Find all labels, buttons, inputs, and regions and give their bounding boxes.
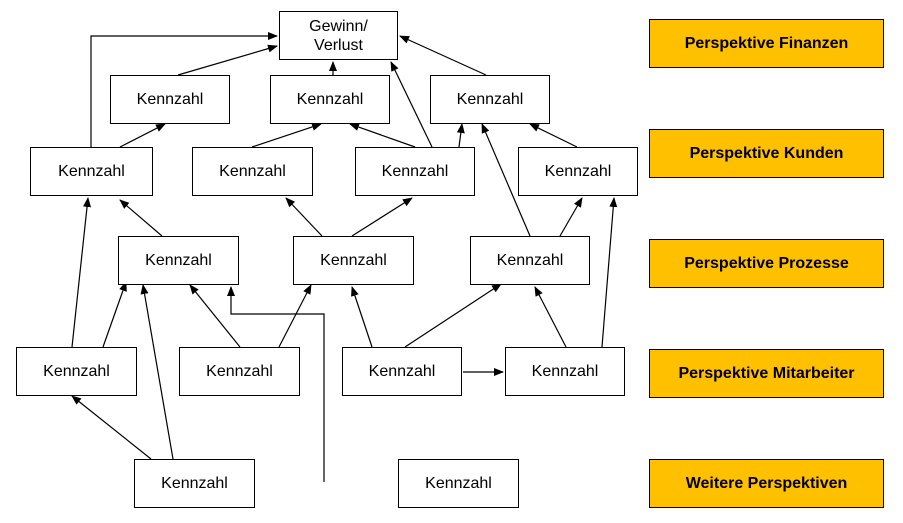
kpi-label: Kennzahl	[206, 363, 273, 380]
kpi-label: Kennzahl	[161, 475, 228, 492]
kpi-label: Kennzahl	[219, 163, 286, 180]
connector-arrow	[481, 123, 531, 237]
connector-arrow	[399, 35, 487, 76]
kpi-label: Kennzahl	[43, 363, 110, 380]
connector-arrow	[390, 61, 433, 148]
kpi-label: Kennzahl	[381, 163, 449, 180]
connector-arrow	[227, 286, 325, 482]
kpi-label: Kennzahl	[496, 252, 564, 269]
connector-arrow	[285, 197, 323, 237]
employee-kpi-box-4: Kennzahl	[505, 347, 625, 396]
kpi-label: Kennzahl	[531, 363, 599, 380]
connector-arrow	[177, 44, 278, 76]
employee-kpi-box-3: Kennzahl	[342, 347, 462, 396]
connector-arrow	[351, 197, 413, 237]
connector-arrow	[140, 284, 174, 460]
process-kpi-box-3: Kennzahl	[470, 236, 590, 285]
process-kpi-box-2: Kennzahl	[293, 236, 414, 285]
profit-loss-box: Gewinn/ Verlust	[279, 11, 398, 60]
connector-arrow	[351, 286, 373, 348]
connector-arrow	[71, 197, 92, 348]
connector-arrow	[534, 286, 567, 348]
connector-arrow	[119, 123, 166, 148]
other-kpi-box-2: Kennzahl	[398, 459, 519, 508]
finance-kpi-box-1: Kennzahl	[110, 75, 230, 124]
connector-arrow	[251, 123, 322, 148]
connector-arrow	[189, 284, 241, 348]
kpi-label: Kennzahl	[456, 91, 524, 108]
kpi-label: Kennzahl	[145, 252, 212, 269]
kpi-label: Kennzahl	[425, 475, 492, 492]
customer-kpi-box-4: Kennzahl	[518, 147, 638, 196]
perspective-customers-label: Perspektive Kunden	[649, 129, 884, 178]
kpi-label: Kennzahl	[368, 363, 436, 380]
connector-arrow	[529, 123, 578, 148]
kpi-label: Kennzahl	[296, 91, 364, 108]
customer-kpi-box-3: Kennzahl	[355, 147, 475, 196]
finance-kpi-box-3: Kennzahl	[430, 75, 550, 124]
connector-arrow	[456, 123, 465, 148]
connector-arrow	[278, 284, 312, 348]
customer-kpi-box-1: Kennzahl	[30, 147, 153, 196]
connector-arrow	[559, 197, 583, 237]
perspective-finance-label: Perspektive Finanzen	[649, 19, 884, 68]
connector-arrow	[404, 283, 502, 348]
connector-arrow	[102, 281, 127, 348]
connector-arrow	[90, 32, 278, 147]
kpi-label: Kennzahl	[136, 91, 204, 108]
profit-loss-label: Gewinn/ Verlust	[309, 17, 368, 54]
kpi-label: Kennzahl	[544, 163, 612, 180]
kpi-label: Kennzahl	[58, 163, 125, 180]
perspective-employees-label: Perspektive Mitarbeiter	[649, 349, 884, 398]
employee-kpi-box-1: Kennzahl	[16, 347, 137, 396]
connector-arrow	[349, 123, 416, 148]
other-kpi-box-1: Kennzahl	[134, 459, 255, 508]
kpi-label: Kennzahl	[320, 252, 387, 269]
process-kpi-box-1: Kennzahl	[118, 236, 239, 285]
perspective-other-label: Weitere Perspektiven	[649, 459, 884, 508]
connector-arrow	[601, 197, 618, 348]
perspective-processes-label: Perspektive Prozesse	[649, 239, 884, 288]
finance-kpi-box-2: Kennzahl	[270, 75, 390, 124]
employee-kpi-box-2: Kennzahl	[179, 347, 300, 396]
customer-kpi-box-2: Kennzahl	[192, 147, 313, 196]
connector-arrow	[119, 199, 163, 237]
connector-arrow	[71, 395, 152, 460]
